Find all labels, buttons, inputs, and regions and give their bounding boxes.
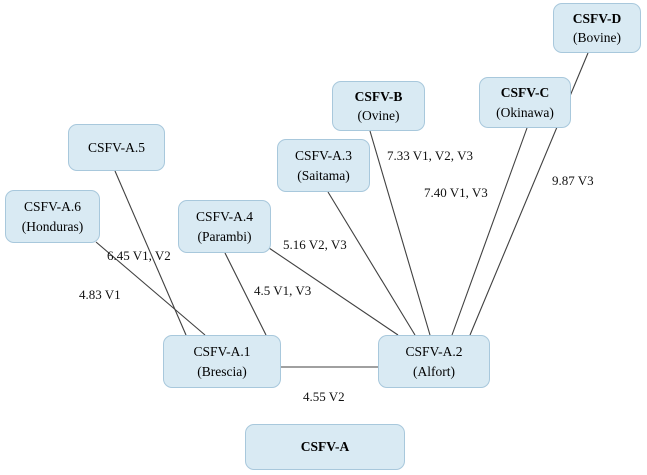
node-title: CSFV-A.2 xyxy=(405,344,463,360)
node-title: CSFV-C xyxy=(500,85,550,101)
edge-label: 7.33 V1, V2, V3 xyxy=(387,148,473,163)
edge-line xyxy=(268,247,399,336)
edge-line xyxy=(114,170,187,336)
node-subtitle: (Okinawa) xyxy=(496,104,554,120)
node-title: CSFV-A.4 xyxy=(196,209,253,225)
node-title: CSFV-A.6 xyxy=(24,199,81,215)
node-title: CSFV-D xyxy=(572,10,622,26)
edge-label: 4.83 V1 xyxy=(79,287,121,302)
node-subtitle: (Alfort) xyxy=(413,363,455,379)
node-title: CSFV-A.3 xyxy=(295,148,352,164)
node-csfv-a4[interactable]: CSFV-A.4 (Parambi) xyxy=(178,200,271,253)
node-csfv-b[interactable]: CSFV-B (Ovine) xyxy=(332,81,425,131)
node-csfv-d[interactable]: CSFV-D (Bovine) xyxy=(553,3,641,53)
node-subtitle: (Bovine) xyxy=(573,30,621,45)
edge-label: 7.40 V1, V3 xyxy=(424,185,488,200)
edge-line xyxy=(369,130,431,336)
node-csfv-a1[interactable]: CSFV-A.1 (Brescia) xyxy=(163,335,281,388)
edge-line xyxy=(327,191,416,336)
edge-line xyxy=(451,127,528,336)
edge-line xyxy=(224,252,267,336)
node-csfv-a[interactable]: CSFV-A xyxy=(245,424,405,470)
edge-label: 5.16 V2, V3 xyxy=(283,237,347,252)
node-csfv-a3[interactable]: CSFV-A.3 (Saitama) xyxy=(277,139,370,192)
node-csfv-a6[interactable]: CSFV-A.6 (Honduras) xyxy=(5,190,100,243)
node-csfv-c[interactable]: CSFV-C (Okinawa) xyxy=(479,77,571,128)
node-title: CSFV-A.5 xyxy=(88,139,145,155)
node-subtitle: (Honduras) xyxy=(21,218,84,234)
edge-label: 6.45 V1, V2 xyxy=(107,248,171,263)
node-title: CSFV-A xyxy=(300,439,350,455)
edge-label: 4.5 V1, V3 xyxy=(254,283,312,298)
node-title: CSFV-B xyxy=(354,88,403,104)
node-subtitle: (Saitama) xyxy=(297,167,350,183)
node-subtitle: (Parambi) xyxy=(197,228,252,244)
edge-label: 4.55 V2 xyxy=(303,389,345,404)
node-title: CSFV-A.1 xyxy=(193,344,251,360)
edge-label: 9.87 V3 xyxy=(552,173,594,188)
node-subtitle: (Ovine) xyxy=(357,108,400,123)
edge-line xyxy=(95,241,206,336)
node-subtitle: (Brescia) xyxy=(197,363,247,379)
node-csfv-a5[interactable]: CSFV-A.5 xyxy=(68,124,165,171)
node-csfv-a2[interactable]: CSFV-A.2 (Alfort) xyxy=(378,335,490,388)
